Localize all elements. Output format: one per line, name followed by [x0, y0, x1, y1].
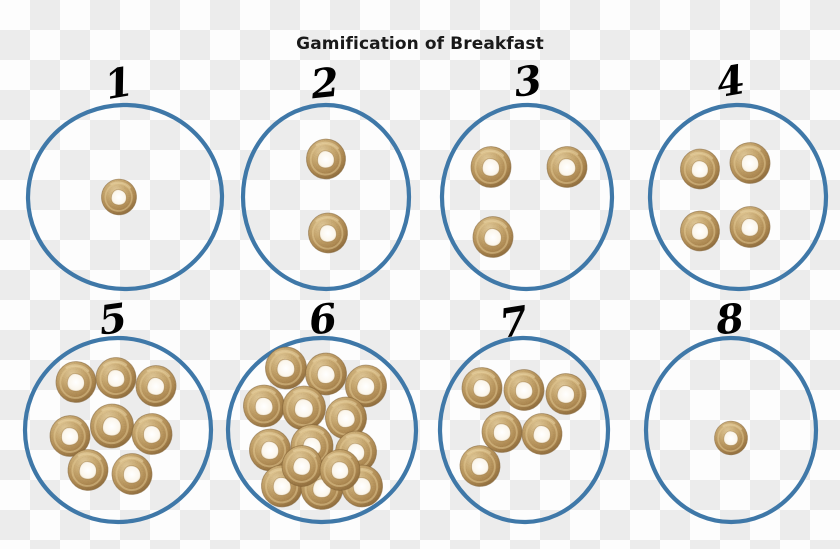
cereal-ring-icon	[461, 366, 504, 409]
count-label-6: 6	[306, 294, 340, 345]
hand-drawn-circle	[25, 102, 225, 292]
cereal-ring-icon	[679, 210, 721, 252]
cereal-ring-icon	[100, 177, 139, 216]
cereal-ring-icon	[94, 356, 138, 401]
hand-drawn-circle	[240, 102, 412, 292]
cereal-ring-icon	[55, 360, 98, 403]
cereal-ring-icon	[713, 420, 749, 456]
circle-group-6	[225, 335, 419, 525]
hand-drawn-circle	[439, 102, 615, 292]
count-label-2: 2	[308, 58, 342, 109]
circle-group-1	[25, 102, 225, 292]
cereal-ring-icon	[470, 146, 512, 189]
cereal-ring-icon	[470, 214, 515, 260]
figure-title: Gamification of Breakfast	[296, 34, 544, 54]
cereal-ring-icon	[544, 371, 589, 416]
count-label-5: 5	[95, 294, 130, 345]
circle-group-5	[22, 335, 214, 525]
cereal-ring-icon	[88, 402, 136, 451]
count-label-3: 3	[510, 56, 545, 107]
cereal-ring-icon	[133, 363, 179, 410]
circle-group-7	[437, 335, 611, 525]
hand-drawn-circle	[437, 335, 611, 525]
cereal-ring-icon	[110, 452, 153, 496]
cereal-ring-icon	[502, 368, 546, 413]
cereal-ring-icon	[307, 211, 350, 255]
hand-drawn-circle	[647, 102, 829, 292]
circle-group-4	[647, 102, 829, 292]
circle-group-3	[439, 102, 615, 292]
cereal-ring-icon	[679, 147, 721, 190]
circle-group-8	[643, 335, 819, 525]
cereal-ring-icon	[129, 411, 174, 457]
hand-drawn-circle	[22, 335, 214, 525]
cereal-ring-icon	[242, 384, 286, 429]
cereal-ring-icon	[520, 412, 563, 456]
cereal-ring-icon	[545, 145, 588, 189]
hand-drawn-circle	[225, 335, 419, 525]
cereal-ring-icon	[728, 140, 773, 185]
cereal-ring-icon	[305, 138, 347, 180]
hand-drawn-circle	[643, 335, 819, 525]
circle-group-2	[240, 102, 412, 292]
count-label-8: 8	[713, 294, 747, 345]
cereal-ring-icon	[728, 205, 772, 250]
